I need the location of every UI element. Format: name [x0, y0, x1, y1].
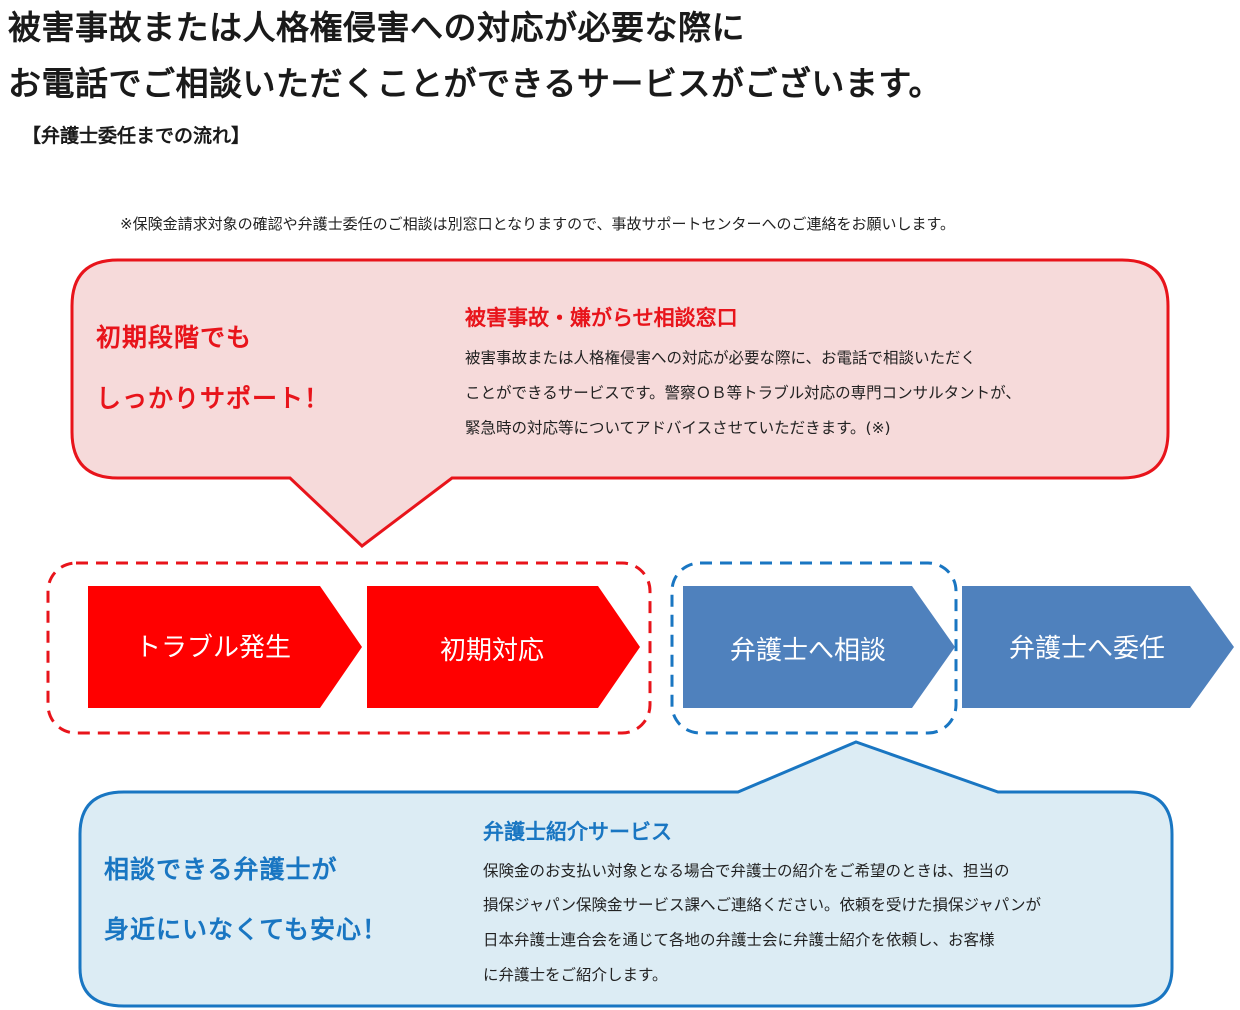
- callout-top-bubble: [70, 258, 1170, 548]
- callout-top-body-line-1: 被害事故または人格権侵害への対応が必要な際に、お電話で相談いただく: [465, 349, 977, 367]
- callout-bottom-title: 弁護士紹介サービス: [483, 820, 672, 844]
- headline: 被害事故または人格権侵害への対応が必要な際に お電話でご相談いただくことができる…: [8, 0, 942, 112]
- flow-step-3-shape: [683, 586, 955, 708]
- callout-bottom-tagline-1: 相談できる弁護士が: [104, 855, 338, 884]
- callout-bottom-body-line-1: 保険金のお支払い対象となる場合で弁護士の紹介をご希望のときは、担当の: [483, 862, 1010, 880]
- consultation-stage-dashed-group: [670, 561, 958, 735]
- callout-bottom-tagline-2: 身近にいなくても安心！: [104, 915, 389, 944]
- flow-step-1-label: トラブル発生: [134, 633, 291, 663]
- section-title: 【弁護士委任までの流れ】: [22, 125, 251, 147]
- callout-bottom-bubble: [78, 740, 1174, 1008]
- flow-step-2-label: 初期対応: [439, 636, 544, 666]
- callout-bottom-body-line-3: 日本弁護士連合会を通じて各地の弁護士会に弁護士紹介を依頼し、お客様: [483, 931, 995, 949]
- flow-step-4-shape: [962, 586, 1234, 708]
- headline-line-1: 被害事故または人格権侵害への対応が必要な際に: [8, 8, 745, 47]
- callout-bottom-body-line-2: 損保ジャパン保険金サービス課へご連絡ください。依頼を受けた損保ジャパンが: [483, 896, 1042, 914]
- callout-top-title: 被害事故・嫌がらせ相談窓口: [465, 306, 738, 330]
- callout-top-tagline-1: 初期段階でも: [96, 323, 253, 352]
- note: ※保険金請求対象の確認や弁護士委任のご相談は別窓口となりますので、事故サポートセ…: [120, 215, 956, 233]
- flow-step-1-shape: [88, 586, 362, 708]
- callout-top-body-line-3: 緊急時の対応等についてアドバイスさせていただきます。(※): [465, 419, 891, 437]
- callout-bottom-body-line-4: に弁護士をご紹介します。: [483, 966, 668, 984]
- headline-line-2: お電話でご相談いただくことができるサービスがございます。: [8, 64, 943, 103]
- flow-step-2-shape: [367, 586, 640, 708]
- callout-top-body-line-2: ことができるサービスです。警察ＯＢ等トラブル対応の専門コンサルタントが、: [465, 384, 1021, 402]
- callout-top-tagline-2: しっかりサポート！: [96, 384, 331, 413]
- flow-step-3-label: 弁護士へ相談: [729, 636, 886, 666]
- flow-step-4-label: 弁護士へ委任: [1008, 634, 1165, 664]
- initial-stage-dashed-group: [46, 561, 652, 735]
